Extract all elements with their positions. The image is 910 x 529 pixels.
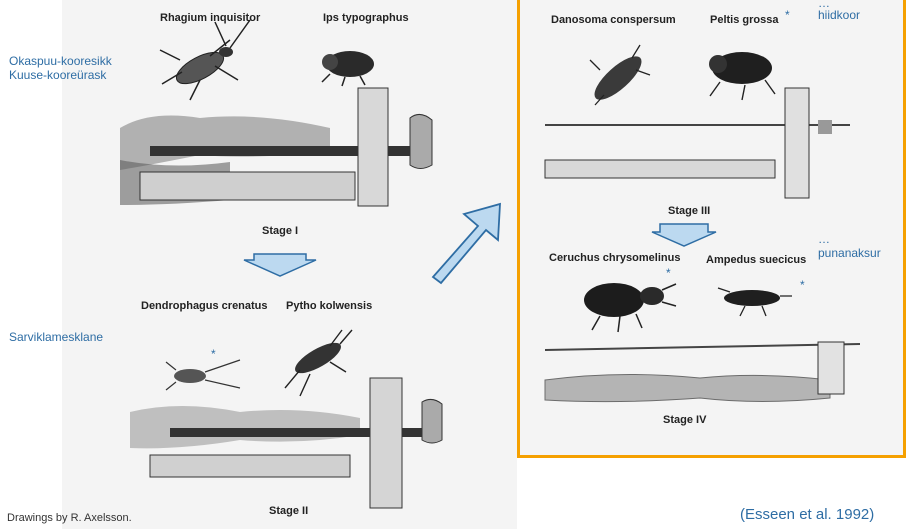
stage-3-label: Stage III [668, 205, 710, 217]
asterisk-dendrophagus: * [211, 347, 216, 361]
pytho-beetle-drawing [285, 330, 352, 396]
asterisk-peltis: * [785, 8, 790, 22]
note-kuuse: Kuuse-kooreürask [9, 68, 106, 82]
stage-3-scene [545, 45, 850, 198]
asterisk-ceruchus: * [666, 266, 671, 280]
species-dendrophagus: Dendrophagus crenatus [141, 300, 268, 312]
rhagium-beetle-drawing [160, 20, 250, 100]
species-ampedus: Ampedus suecicus [706, 254, 806, 266]
asterisk-ampedus: * [800, 278, 805, 292]
drawings-credit: Drawings by R. Axelsson. [7, 512, 132, 524]
dendrophagus-beetle-drawing [166, 360, 240, 390]
stage-4-scene [545, 283, 860, 402]
stage-2-scene [130, 330, 442, 508]
danosoma-beetle-drawing [588, 45, 650, 106]
species-rhagium: Rhagium inquisitor [160, 12, 260, 24]
species-ceruchus: Ceruchus chrysomelinus [549, 252, 680, 264]
stage-2-label: Stage II [269, 505, 308, 517]
arrow-diagonal [433, 204, 500, 283]
note-sarvik: Sarviklamesklane [9, 330, 103, 344]
note-hiidkoor: hiidkoor [818, 8, 860, 22]
species-ips: Ips typographus [323, 12, 409, 24]
stage-4-label: Stage IV [663, 414, 706, 426]
note-punanaksur-dots: … [818, 232, 830, 246]
note-okaspuu: Okaspuu-kooresikk [9, 54, 112, 68]
ips-beetle-drawing [322, 51, 374, 86]
species-peltis: Peltis grossa [710, 14, 778, 26]
stage-1-label: Stage I [262, 225, 298, 237]
species-pytho: Pytho kolwensis [286, 300, 372, 312]
ceruchus-beetle-drawing [584, 283, 676, 332]
arrow-down-1 [244, 254, 316, 276]
stage-1-scene [120, 20, 432, 206]
species-danosoma: Danosoma conspersum [551, 14, 676, 26]
peltis-beetle-drawing [709, 52, 775, 100]
note-punanaksur: punanaksur [818, 246, 881, 260]
citation: (Esseen et al. 1992) [740, 506, 874, 523]
arrow-down-2 [652, 224, 716, 246]
ampedus-beetle-drawing [718, 288, 792, 316]
